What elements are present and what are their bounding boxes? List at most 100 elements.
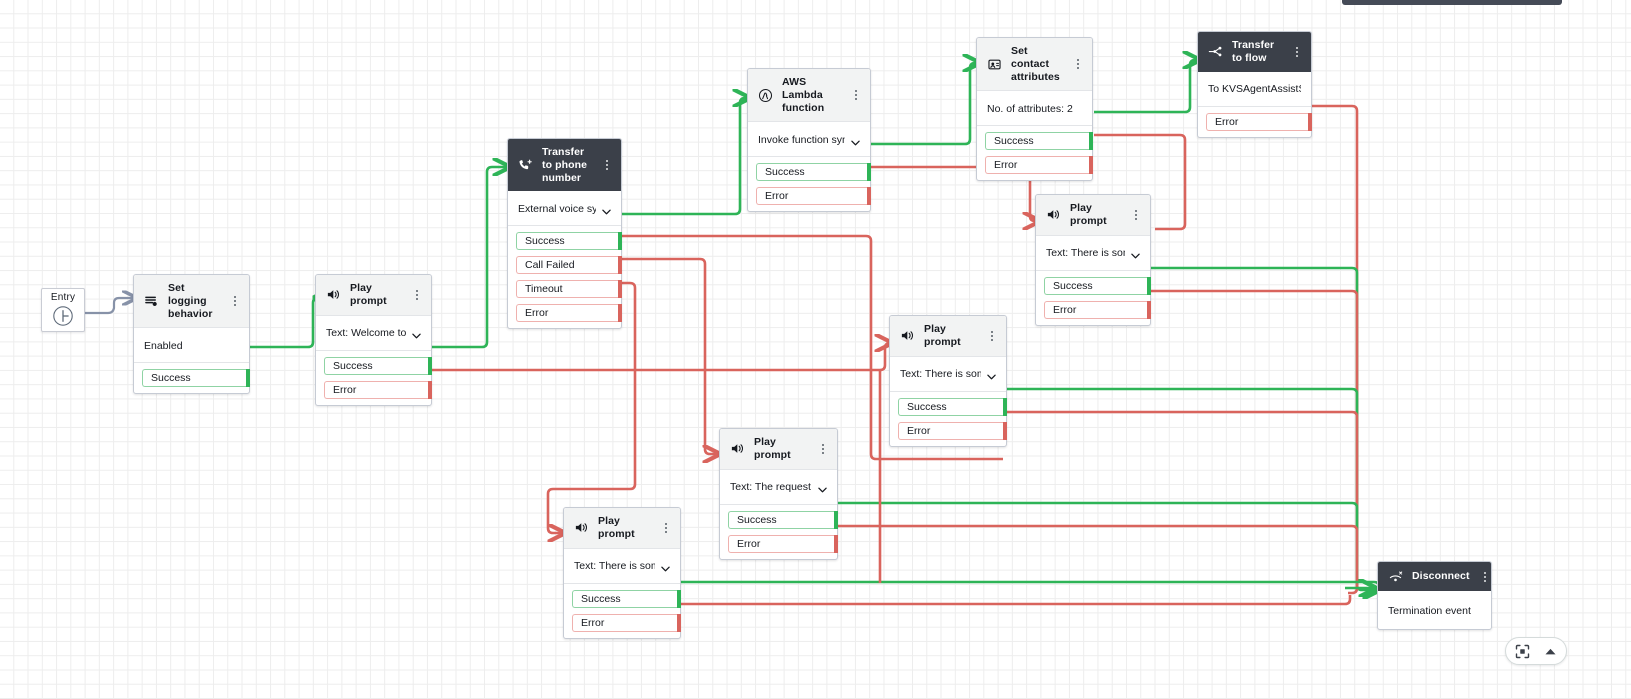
port-error[interactable]: Error [1206,113,1311,131]
port-connector[interactable] [867,163,871,181]
port-connector[interactable] [1308,113,1312,131]
port-connector[interactable] [1003,422,1007,440]
node-play-prompt-issue[interactable]: Play prompt Text: There is some issue...… [889,315,1007,447]
node-menu-button[interactable] [1130,208,1142,222]
port-error[interactable]: Error [516,304,621,322]
port-connector[interactable] [428,381,432,399]
port-error[interactable]: Error [572,614,680,632]
wire-ppe-bottom-error [681,595,1350,604]
node-body: No. of attributes: 2 [977,91,1092,125]
port-success[interactable]: Success [728,511,837,529]
chevron-down-icon[interactable] [661,563,670,569]
port-error[interactable]: Error [898,422,1006,440]
port-connector[interactable] [618,232,622,250]
port-error[interactable]: Error [985,156,1092,174]
node-body: Text: There is some issue... [890,357,1006,391]
node-header: Transfer to phone number [508,139,621,191]
node-menu-button[interactable] [850,88,862,102]
phone-transfer-icon [518,158,533,173]
node-menu-button[interactable] [986,329,998,343]
port-label: Call Failed [525,259,575,271]
port-connector[interactable] [1003,398,1007,416]
node-ports: Success Error [748,156,870,211]
port-success[interactable]: Success [756,163,870,181]
node-play-prompt-request[interactable]: Play prompt Text: The request to exte...… [719,428,838,560]
node-menu-button[interactable] [229,294,241,308]
entry-label: Entry [51,292,75,303]
node-menu-button[interactable] [601,158,613,172]
node-disconnect[interactable]: Disconnect Termination event [1377,561,1492,630]
node-menu-button[interactable] [1291,45,1303,59]
node-body: External voice system: ko... [508,191,621,225]
node-menu-button[interactable] [1072,57,1084,71]
port-label: Error [525,307,548,319]
node-header: Play prompt [316,275,431,316]
node-header: Play prompt [564,508,680,549]
port-connector[interactable] [677,614,681,632]
wire-ppe-bottom-success [681,582,1379,590]
node-play-prompt-error-right[interactable]: Play prompt Text: There is some error...… [1035,194,1151,326]
port-label: Timeout [525,283,563,295]
port-connector[interactable] [1089,132,1093,150]
entry-node[interactable]: Entry [41,288,85,332]
top-toolbar-strip[interactable] [1342,0,1562,5]
port-connector[interactable] [618,256,622,274]
port-label: Error [737,538,760,550]
port-call-failed[interactable]: Call Failed [516,256,621,274]
chevron-down-icon[interactable] [602,206,611,212]
node-aws-lambda-function[interactable]: AWS Lambda function Invoke function sync… [747,68,871,212]
node-menu-button[interactable] [411,288,423,302]
node-title: Play prompt [598,515,651,541]
port-timeout[interactable]: Timeout [516,280,621,298]
chevron-down-icon[interactable] [851,137,860,143]
port-error[interactable]: Error [756,187,870,205]
port-connector[interactable] [618,280,622,298]
node-title: Set logging behavior [168,282,220,320]
port-connector[interactable] [1147,277,1151,295]
chevron-down-icon[interactable] [412,330,421,336]
canvas-controls[interactable] [1505,637,1567,665]
node-title: Transfer to flow [1232,39,1282,65]
chevron-down-icon[interactable] [818,484,827,490]
node-transfer-to-flow[interactable]: Transfer to flow To KVSAgentAssistStagin… [1197,31,1312,138]
port-connector[interactable] [618,304,622,322]
port-connector[interactable] [834,511,838,529]
node-body-text: Enabled [144,340,239,352]
port-label: Error [1053,304,1076,316]
node-set-logging-behavior[interactable]: Set logging behavior Enabled Success [133,274,250,394]
port-connector[interactable] [428,357,432,375]
port-connector[interactable] [834,535,838,553]
port-error[interactable]: Error [728,535,837,553]
port-connector[interactable] [1089,156,1093,174]
port-connector[interactable] [867,187,871,205]
node-title: Play prompt [754,436,808,462]
node-menu-button[interactable] [1479,570,1491,584]
node-header: Disconnect [1378,562,1491,591]
node-play-prompt-welcome[interactable]: Play prompt Text: Welcome to Amazo... Su… [315,274,432,406]
port-success[interactable]: Success [142,369,249,387]
port-success[interactable]: Success [1044,277,1150,295]
port-error[interactable]: Error [324,381,431,399]
fit-to-screen-icon[interactable] [1514,643,1530,659]
wire-transfer-success [622,98,748,214]
port-success[interactable]: Success [572,590,680,608]
port-connector[interactable] [1147,301,1151,319]
port-connector[interactable] [677,590,681,608]
wire-ppissue-success [1007,389,1357,585]
node-transfer-to-phone-number[interactable]: Transfer to phone number External voice … [507,138,622,329]
node-play-prompt-error-bottom[interactable]: Play prompt Text: There is some error...… [563,507,681,639]
node-menu-button[interactable] [660,521,672,535]
port-success[interactable]: Success [898,398,1006,416]
node-menu-button[interactable] [817,442,829,456]
port-success[interactable]: Success [985,132,1092,150]
chevron-up-icon[interactable] [1542,643,1558,659]
port-error[interactable]: Error [1044,301,1150,319]
port-success[interactable]: Success [324,357,431,375]
port-success[interactable]: Success [516,232,621,250]
node-set-contact-attributes[interactable]: Set contact attributes No. of attributes… [976,37,1093,181]
port-connector[interactable] [246,369,250,387]
chevron-down-icon[interactable] [1131,250,1140,256]
port-label: Success [581,593,621,605]
chevron-down-icon[interactable] [987,371,996,377]
